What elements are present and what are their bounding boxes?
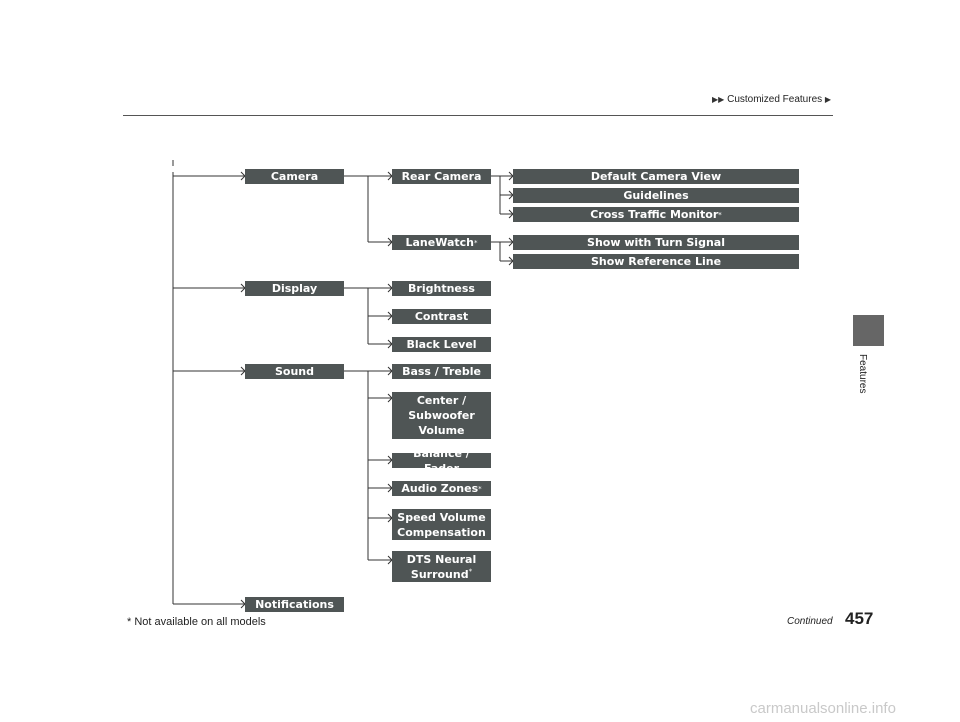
- menu-center-subwoofer-line3: Volume: [418, 424, 465, 437]
- menu-bass-treble-label: Bass / Treble: [402, 365, 481, 378]
- menu-lanewatch-label: LaneWatch: [405, 236, 475, 249]
- menu-balance-fader: Balance / Fader: [392, 447, 491, 475]
- breadcrumb: ▶▶ Customized Features ▶: [712, 94, 831, 105]
- menu-default-camera-view-label: Default Camera View: [590, 170, 722, 183]
- menu-show-reference-line-label: Show Reference Line: [590, 255, 722, 268]
- menu-dts-neural-surround: DTS Neural Surround*: [392, 551, 491, 582]
- breadcrumb-text: Customized Features: [727, 94, 823, 105]
- menu-cross-traffic-monitor-label: Cross Traffic Monitor: [590, 208, 719, 221]
- menu-lanewatch: LaneWatch*: [392, 235, 491, 250]
- menu-bass-treble: Bass / Treble: [392, 364, 491, 379]
- triangle-right-icon: ▶▶: [712, 95, 725, 104]
- menu-cross-traffic-monitor: Cross Traffic Monitor*: [513, 207, 799, 222]
- menu-black-level-label: Black Level: [406, 338, 477, 351]
- section-tab: [853, 315, 884, 346]
- menu-contrast: Contrast: [392, 309, 491, 324]
- menu-speed-volume-line1: Speed Volume: [397, 510, 486, 524]
- menu-center-subwoofer-volume: Center / Subwoofer Volume: [392, 392, 491, 439]
- menu-black-level: Black Level: [392, 337, 491, 352]
- menu-notifications: Notifications: [245, 597, 344, 612]
- menu-rear-camera: Rear Camera: [392, 169, 491, 184]
- menu-dts-line1: DTS Neural: [406, 552, 477, 566]
- menu-guidelines: Guidelines: [513, 188, 799, 203]
- menu-display-label: Display: [271, 282, 318, 295]
- page-number: 457: [845, 609, 874, 628]
- menu-camera: Camera: [245, 169, 344, 184]
- menu-audio-zones-label: Audio Zones: [401, 482, 479, 495]
- menu-sound-label: Sound: [274, 365, 314, 378]
- footnote: * Not available on all models: [127, 616, 266, 628]
- menu-sound: Sound: [245, 364, 344, 379]
- menu-balance-fader-label: Balance / Fader: [413, 446, 470, 475]
- header-rule: [123, 115, 833, 116]
- menu-speed-volume-line2: Compensation: [397, 525, 486, 539]
- menu-rear-camera-label: Rear Camera: [401, 170, 482, 183]
- menu-show-with-turn-signal: Show with Turn Signal: [513, 235, 799, 250]
- menu-brightness-label: Brightness: [408, 282, 475, 295]
- asterisk: *: [468, 566, 473, 575]
- menu-display: Display: [245, 281, 344, 296]
- menu-show-with-turn-signal-label: Show with Turn Signal: [587, 236, 725, 249]
- menu-brightness: Brightness: [392, 281, 491, 296]
- triangle-right-icon: ▶: [824, 95, 832, 104]
- menu-center-subwoofer-line2: Subwoofer: [408, 409, 475, 422]
- menu-show-reference-line: Show Reference Line: [513, 254, 799, 269]
- continued-label: Continued: [787, 616, 833, 627]
- section-label: Features: [857, 354, 868, 394]
- menu-audio-zones: Audio Zones*: [392, 481, 491, 496]
- menu-dts-line2: Surround: [410, 567, 469, 581]
- menu-speed-volume-compensation: Speed Volume Compensation: [392, 509, 491, 540]
- menu-center-subwoofer-line1: Center /: [416, 394, 467, 407]
- menu-contrast-label: Contrast: [414, 310, 469, 323]
- watermark: carmanualsonline.info: [750, 700, 896, 717]
- menu-guidelines-label: Guidelines: [623, 189, 689, 202]
- menu-default-camera-view: Default Camera View: [513, 169, 799, 184]
- menu-notifications-label: Notifications: [255, 598, 334, 611]
- menu-camera-label: Camera: [270, 170, 319, 183]
